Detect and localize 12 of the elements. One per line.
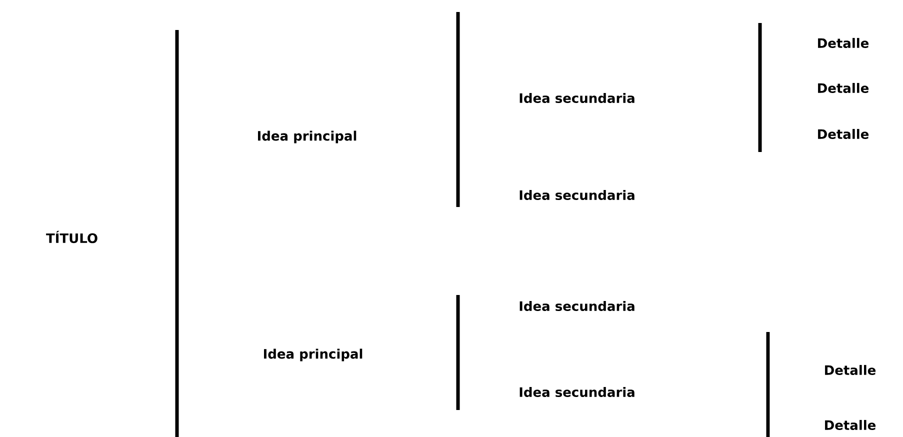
label: Idea principal	[264, 348, 362, 362]
label: Detalle	[825, 420, 876, 430]
label: Detalle	[818, 38, 869, 48]
label: Detalle	[825, 364, 876, 376]
label: Idea secundaria	[520, 190, 634, 200]
label: Detalle	[818, 128, 869, 140]
label: TÍTULO	[46, 230, 98, 244]
label: Idea principal	[258, 130, 356, 144]
label: Idea secundaria	[520, 300, 634, 312]
label: Idea secundaria	[520, 92, 634, 104]
label: Detalle	[818, 82, 869, 94]
label: Idea secundaria	[520, 386, 634, 398]
